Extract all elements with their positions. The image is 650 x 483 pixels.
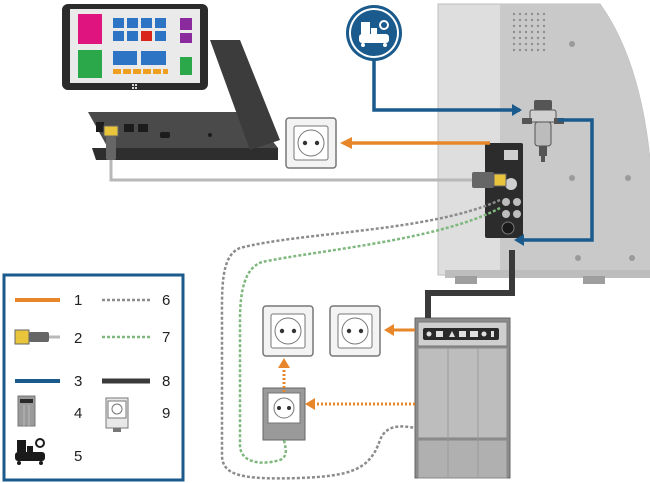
screw-icon (575, 255, 581, 261)
vent-grille (512, 12, 546, 52)
vacuum-unit[interactable] (414, 317, 511, 479)
usb-cable (109, 160, 472, 182)
power-outlet-icon (262, 305, 314, 357)
legend-label-2: 2 (74, 330, 82, 347)
power-arrow-icon (278, 358, 290, 368)
power-arrow-icon (384, 324, 394, 336)
legend: 1 2 3 4 5 6 (2, 273, 185, 482)
tile-red (141, 31, 152, 41)
air-arrow-icon (512, 104, 522, 116)
compressor-icon (15, 438, 45, 465)
screw-icon (629, 255, 635, 261)
power-cable (425, 250, 515, 318)
tile-green-small (180, 57, 192, 75)
windows-logo-icon[interactable] (132, 84, 137, 89)
usb-port[interactable] (505, 178, 517, 190)
cable-port-b[interactable] (513, 198, 521, 206)
air-inlet-port[interactable] (501, 221, 515, 235)
legend-label-6: 6 (162, 292, 170, 309)
legend-label-5: 5 (74, 448, 82, 465)
power-outlet-icon (329, 305, 381, 357)
legend-label-8: 8 (162, 373, 170, 390)
tablet[interactable] (62, 4, 208, 90)
tile-green (78, 50, 102, 78)
ethernet-arrow-icon (340, 137, 352, 149)
legend-swatch-outlet-strip (105, 397, 129, 432)
tile-magenta (78, 14, 102, 44)
air-arrow-icon (514, 234, 524, 246)
legend-label-1: 1 (74, 292, 82, 309)
tile-orange-row (113, 69, 168, 74)
power-outlet-icon (285, 117, 337, 169)
screw-icon (569, 175, 575, 181)
cable-grey (220, 198, 501, 480)
ethernet-port[interactable] (504, 150, 518, 160)
power-arrow-icon (305, 398, 315, 410)
cable-green (238, 206, 501, 464)
legend-label-9: 9 (162, 405, 170, 422)
legend-label-4: 4 (74, 405, 82, 422)
outlet-strip (262, 387, 306, 441)
compressor-icon (346, 5, 402, 61)
air-hose (372, 58, 520, 112)
cable-port-d[interactable] (513, 210, 521, 218)
usb-plug-icon[interactable] (472, 172, 507, 188)
legend-swatch-vacuum-unit (17, 395, 36, 427)
tablet-dock (88, 40, 280, 160)
tile-purple (180, 33, 192, 43)
legend-label-3: 3 (74, 373, 82, 390)
screw-icon (569, 41, 575, 47)
usb-plug-icon[interactable] (103, 125, 119, 160)
air-hose (520, 118, 594, 242)
legend-swatch-usb (14, 329, 60, 345)
cable-port-c[interactable] (502, 210, 510, 218)
tile-purple (180, 18, 192, 30)
legend-label-7: 7 (162, 329, 170, 346)
connector-panel (485, 143, 523, 238)
cable-port-a[interactable] (502, 198, 510, 206)
screw-icon (625, 175, 631, 181)
tile-grid (113, 18, 166, 65)
